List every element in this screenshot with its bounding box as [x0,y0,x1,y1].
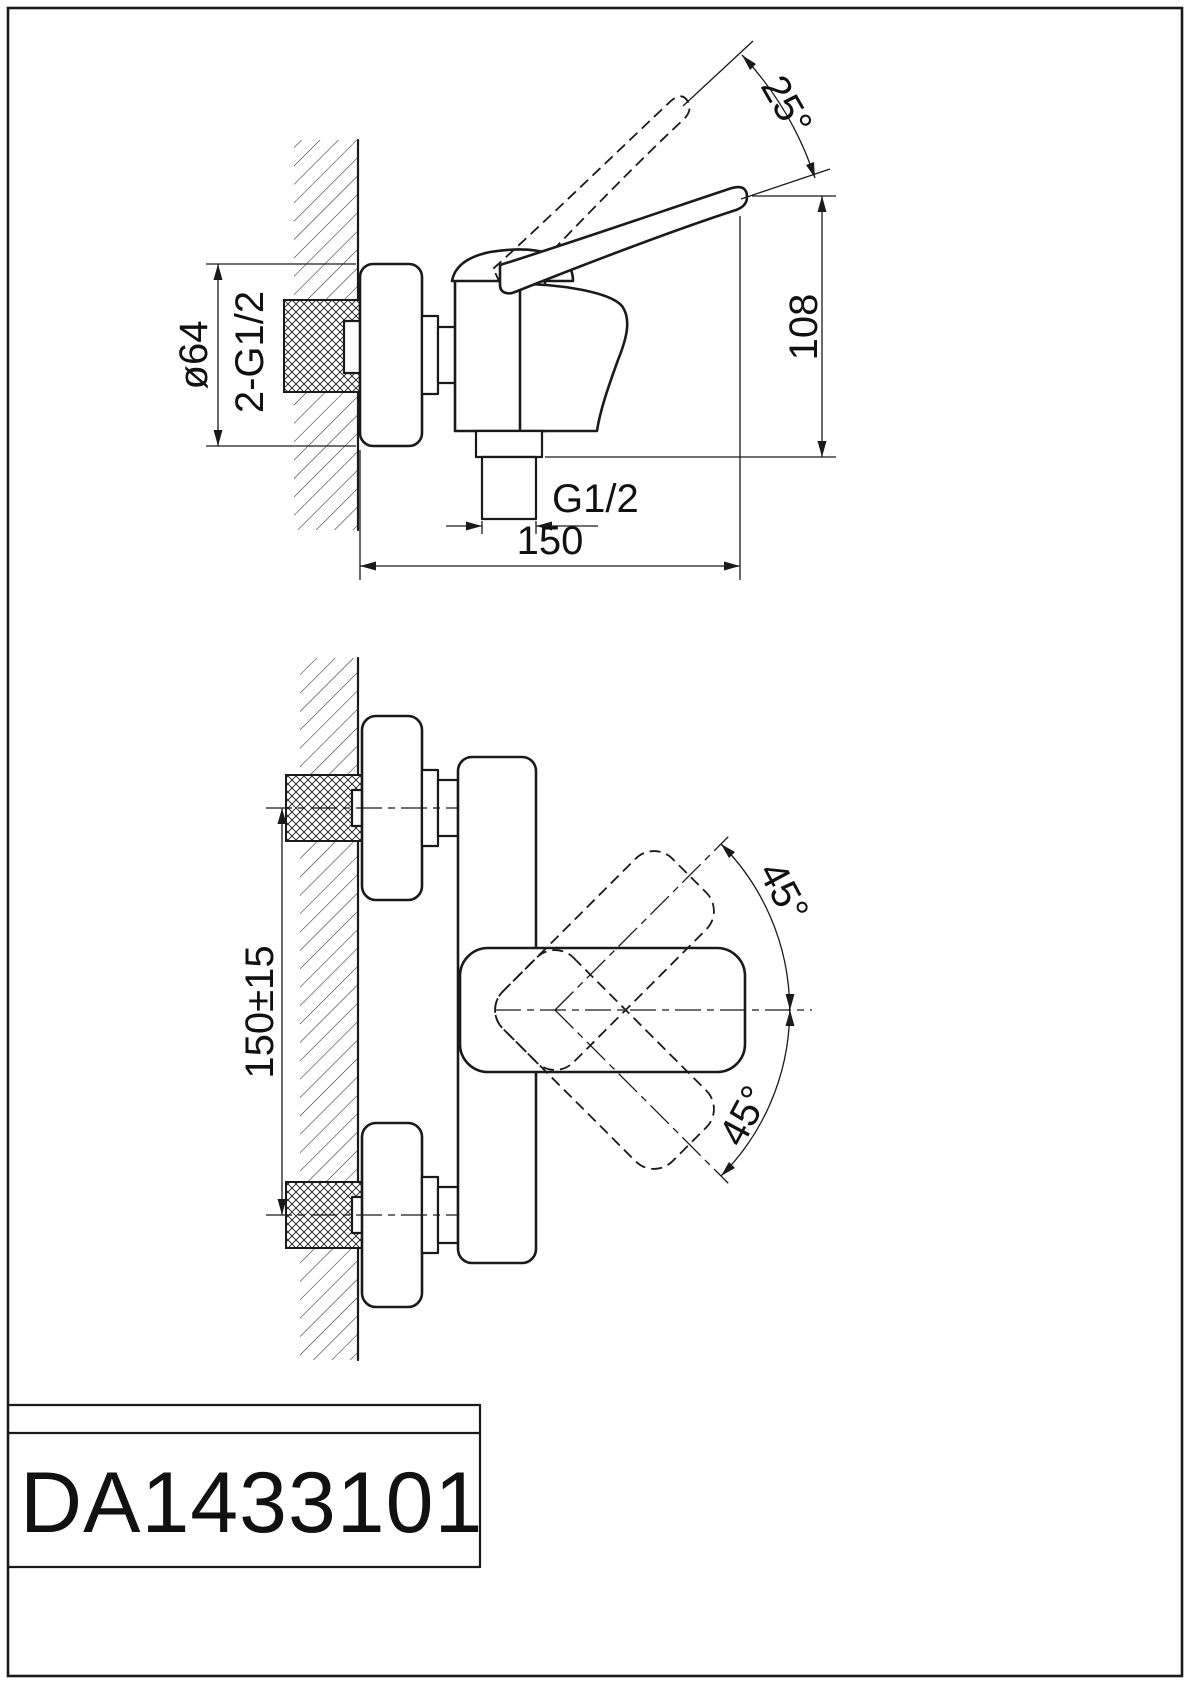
title-block: DA1433101 [6,1403,483,1569]
handle-axis-up-centerline [554,836,729,1011]
outlet-collar [474,429,544,459]
outlet-thread-label: G1/2 [552,477,639,521]
escutcheon-side [358,262,424,448]
handle-lever [498,185,749,295]
outlet-pipe [480,455,538,521]
model-code: DA1433101 [20,1455,483,1551]
depth-label: 150 [517,519,584,563]
inlet-spacing-label: 150±15 [238,945,282,1078]
connector-step-2 [436,325,458,385]
wall-hatch-front [300,656,360,1362]
inlet-thread [283,299,364,393]
inlet-thread-label: 2-G1/2 [228,291,272,413]
dim-outlet-thread: G1/2 [446,477,639,534]
page-border [6,6,1184,1678]
dim-inlet-spacing: 150±15 [238,807,458,1216]
side-view: 25° 108 ø64 2-G1/2 [172,40,836,580]
height-label: 108 [782,294,826,361]
connector-step-1 [420,314,440,396]
flange-diameter-label: ø64 [172,321,216,390]
spout [518,282,629,433]
front-view: 45° 45° 150±15 [238,656,817,1362]
handle-axis-down-centerline [554,1009,729,1184]
dim-depth-150: 150 [359,216,741,580]
dim-height-108: 108 [545,195,836,458]
dim-flange-diameter: ø64 2-G1/2 [172,263,356,447]
handle-rotated-down-dashed [494,949,715,1170]
